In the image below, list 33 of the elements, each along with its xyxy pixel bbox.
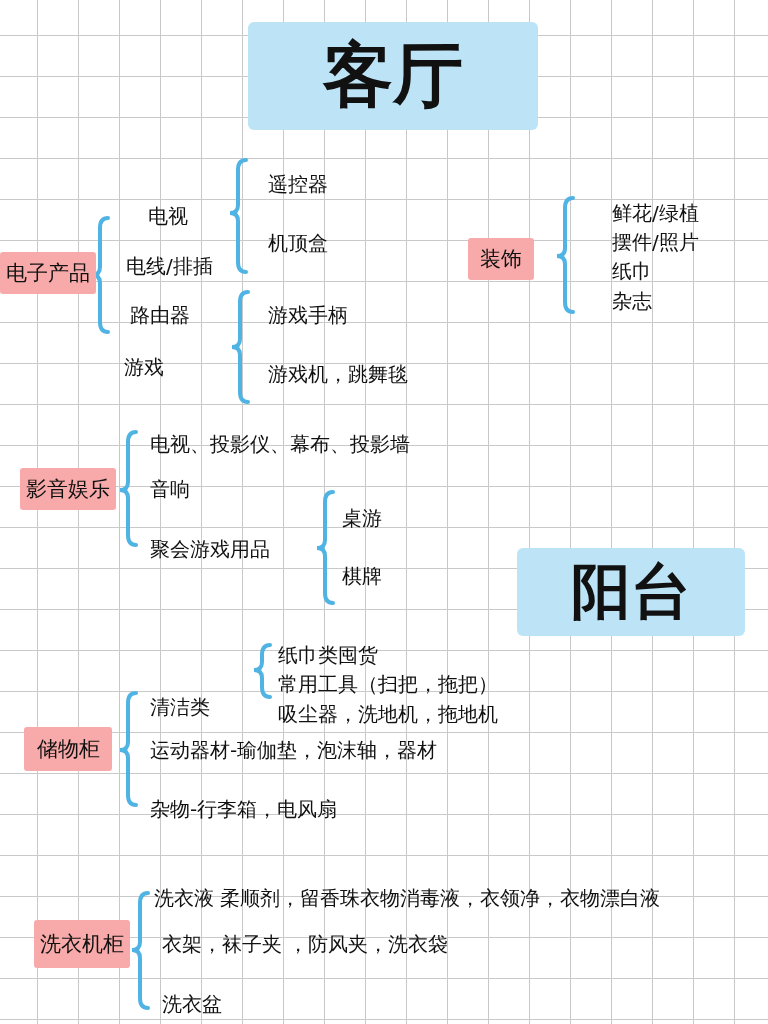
item-text: 洗衣液 柔顺剂，留香珠衣物消毒液，衣领净，衣物漂白液 [154, 886, 661, 910]
item-text: 洗衣盆 [162, 992, 222, 1016]
category-tag: 装饰 [468, 238, 534, 280]
item-text: 纸巾 [612, 259, 652, 283]
category-tag: 洗衣机柜 [34, 920, 130, 968]
category-tag: 电子产品 [0, 252, 96, 294]
item-text: 纸巾类囤货 [278, 643, 378, 667]
item-text: 常用工具（扫把，拖把） [278, 672, 498, 696]
item-text: 音响 [150, 477, 190, 501]
item-text: 吸尘器，洗地机，拖地机 [278, 702, 498, 726]
item-text: 游戏 [124, 355, 164, 379]
item-text: 棋牌 [342, 564, 382, 588]
item-text: 摆件/照片 [612, 230, 699, 254]
category-tag: 影音娱乐 [20, 468, 116, 510]
item-text: 杂物-行李箱，电风扇 [150, 797, 338, 821]
item-text: 杂志 [612, 289, 652, 313]
section-heading: 阳台 [517, 548, 745, 636]
item-text: 遥控器 [268, 172, 328, 196]
item-text: 机顶盒 [268, 231, 328, 255]
item-text: 游戏手柄 [268, 303, 348, 327]
item-text: 桌游 [342, 506, 382, 530]
item-text: 鲜花/绿植 [612, 201, 699, 225]
section-heading: 客厅 [248, 22, 538, 130]
category-tag: 储物柜 [24, 727, 112, 771]
item-text: 清洁类 [150, 695, 210, 719]
item-text: 运动器材-瑜伽垫，泡沫轴，器材 [150, 738, 438, 762]
item-text: 电视、投影仪、幕布、投影墙 [150, 432, 410, 456]
item-text: 游戏机，跳舞毯 [268, 362, 408, 386]
item-text: 电线/排插 [126, 254, 213, 278]
item-text: 电视 [148, 204, 188, 228]
item-text: 路由器 [130, 303, 190, 327]
item-text: 聚会游戏用品 [150, 537, 270, 561]
item-text: 衣架，袜子夹 ，防风夹，洗衣袋 [162, 932, 449, 956]
